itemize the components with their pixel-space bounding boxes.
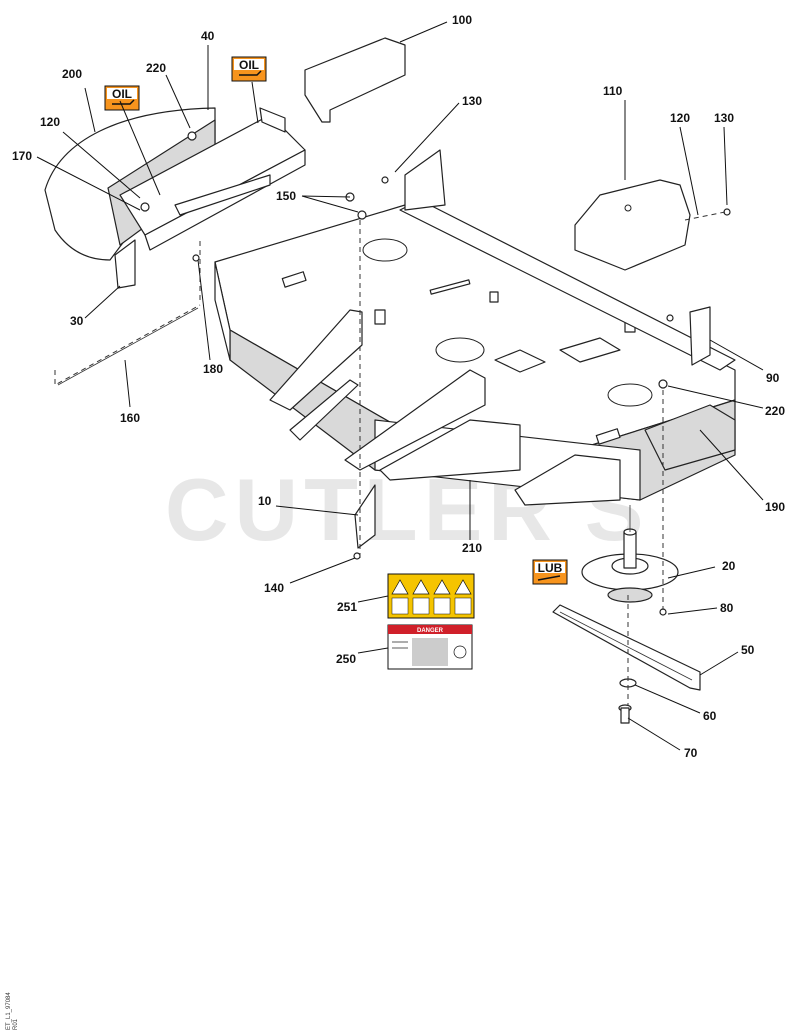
baffle-190 (644, 404, 736, 471)
nut-220-left (187, 131, 197, 141)
lub-badge: LUB (532, 559, 568, 585)
danger-decal-250: DANGER (387, 624, 473, 670)
callout-80: 80 (720, 601, 734, 615)
oil-badge-right: OIL (231, 56, 267, 82)
callout-190: 190 (765, 500, 785, 514)
svg-text:ET_L1_97084: ET_L1_97084 (6, 992, 12, 1030)
svg-text:OIL: OIL (112, 87, 132, 101)
callout-210: 210 (462, 541, 482, 555)
bracket-150 (404, 149, 446, 211)
svg-text:LUB: LUB (538, 561, 563, 575)
drawing-code: ET_L1_97084 R01 (6, 992, 19, 1030)
callout-30: 30 (70, 314, 84, 328)
svg-text:OIL: OIL (239, 58, 259, 72)
warning-decal-251 (387, 573, 475, 619)
callout-10: 10 (258, 494, 272, 508)
fitting-150b (357, 210, 367, 220)
callout-150: 150 (276, 189, 296, 203)
callout-60: 60 (703, 709, 717, 723)
svg-text:DANGER: DANGER (417, 628, 444, 634)
deck-housing (214, 204, 736, 506)
callout-40: 40 (201, 29, 215, 43)
callout-20: 20 (722, 559, 736, 573)
chute-rod (54, 240, 201, 386)
callout-170: 170 (12, 149, 32, 163)
screw-90 (666, 314, 674, 322)
spindle-assembly (581, 505, 679, 603)
callouts: 100 130 40 220 200 120 170 150 30 180 16… (12, 13, 785, 760)
callout-90: 90 (766, 371, 780, 385)
callout-250: 250 (336, 652, 356, 666)
blade-50 (552, 604, 701, 691)
callout-110: 110 (603, 84, 623, 98)
bracket-10 (354, 484, 376, 549)
callout-220-top: 220 (146, 61, 166, 75)
callout-100: 100 (452, 13, 472, 27)
chute-rod-bracket (119, 107, 306, 251)
nut-220-right (658, 379, 668, 389)
callout-120-right: 120 (670, 111, 690, 125)
callout-180: 180 (203, 362, 223, 376)
callout-50: 50 (741, 643, 755, 657)
pin-130 (381, 176, 389, 184)
bolt-180 (192, 254, 200, 262)
bolt-170 (140, 202, 150, 212)
spindle-cover-100 (304, 37, 406, 123)
svg-text:R01: R01 (13, 1018, 19, 1030)
callout-130-right: 130 (714, 111, 734, 125)
bracket-90 (689, 306, 711, 366)
leader-lines (36, 21, 764, 751)
callout-160: 160 (120, 411, 140, 425)
bolt-70 (618, 704, 632, 724)
callout-200: 200 (62, 67, 82, 81)
callout-120-left: 120 (40, 115, 60, 129)
spindle-cover-110 (574, 179, 691, 271)
callout-220-right: 220 (765, 404, 785, 418)
callout-140: 140 (264, 581, 284, 595)
callout-130-top: 130 (462, 94, 482, 108)
callout-251: 251 (337, 600, 357, 614)
callout-70: 70 (684, 746, 698, 760)
